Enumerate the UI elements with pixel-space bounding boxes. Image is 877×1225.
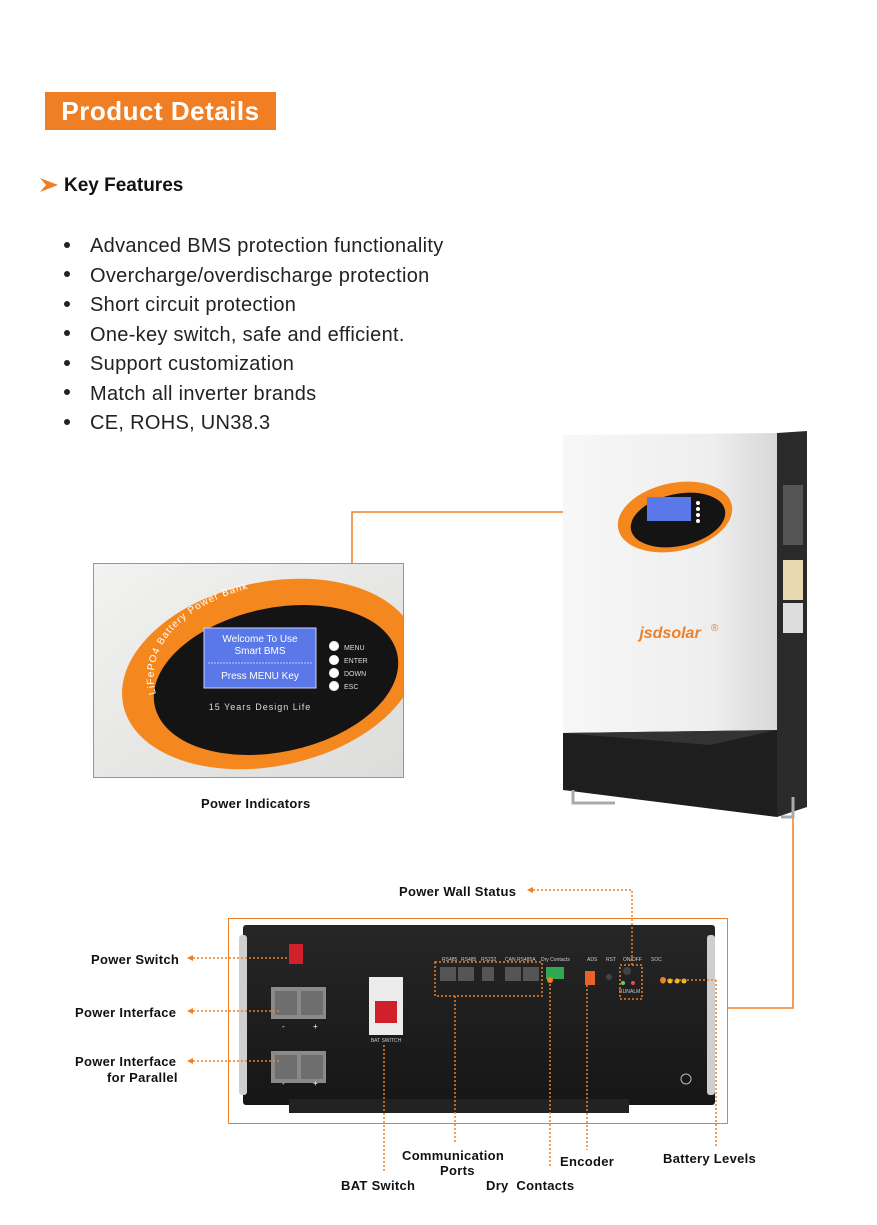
rear-panel: - + - + BAT SWITCH RS485 RS485 RS232 CAN… <box>239 925 715 1113</box>
bullet-icon <box>64 241 70 248</box>
section-header: Product Details <box>45 92 276 130</box>
callout-communication-ports-line2: Ports <box>440 1163 475 1178</box>
esc-button[interactable] <box>329 681 339 691</box>
bullet-icon <box>64 359 70 366</box>
esc-label: ESC <box>344 684 358 691</box>
lcd-line2: Smart BMS <box>234 646 285 657</box>
power-switch[interactable] <box>289 944 303 964</box>
encoder[interactable] <box>585 971 595 985</box>
port-label: CAN RS485A <box>505 957 536 963</box>
key-features-title: Key Features <box>64 175 184 196</box>
callout-power-interface-parallel-line2: for Parallel <box>107 1070 178 1085</box>
ads-label: ADS <box>587 957 598 963</box>
design-life-text: 15 Years Design Life <box>209 702 312 712</box>
chevron-right-icon <box>40 178 58 192</box>
port-label: Dry Contacts <box>541 957 570 963</box>
feature-item: Overcharge/overdischarge protection <box>60 262 444 292</box>
enter-button[interactable] <box>329 655 339 665</box>
callout-dry-contacts: Dry Contacts <box>486 1178 575 1193</box>
feature-item: Short circuit protection <box>60 291 444 321</box>
product-image: jsdsolar ® <box>563 431 807 819</box>
callout-power-wall-status: Power Wall Status <box>399 884 517 899</box>
alm-led <box>631 981 635 985</box>
port-label: RS232 <box>481 957 497 963</box>
rs485-port[interactable] <box>458 967 474 981</box>
bullet-icon <box>64 330 70 337</box>
bullet-icon <box>64 271 70 278</box>
down-button[interactable] <box>329 668 339 678</box>
alm-label: ALM <box>630 989 640 995</box>
features-list: Advanced BMS protection functionality Ov… <box>60 232 444 439</box>
minus-sign: - <box>282 1022 285 1031</box>
enter-label: ENTER <box>344 658 368 665</box>
feature-item: CE, ROHS, UN38.3 <box>60 409 444 439</box>
lcd-line3: Press MENU Key <box>221 671 299 682</box>
port-label: RS485 <box>442 957 458 963</box>
lcd-screen <box>203 627 317 689</box>
feature-item: Support customization <box>60 350 444 380</box>
dry-contacts-terminal[interactable] <box>546 967 564 979</box>
indicator-panel: LiFePO4 Battery Power Bank Welcome To Us… <box>93 563 404 778</box>
menu-label: MENU <box>344 645 365 652</box>
rs232-port[interactable] <box>482 967 494 981</box>
plus-sign: + <box>313 1079 318 1088</box>
feature-item: Advanced BMS protection functionality <box>60 232 444 262</box>
registered-mark: ® <box>711 623 719 634</box>
callout-power-interface-parallel-line1: Power Interface <box>75 1054 177 1069</box>
run-label: RUN <box>619 989 630 995</box>
reset-button[interactable] <box>606 974 612 980</box>
callout-encoder: Encoder <box>560 1154 615 1169</box>
bullet-icon <box>64 418 70 425</box>
brand-logo: jsdsolar <box>637 625 701 642</box>
callout-power-interface: Power Interface <box>75 1005 177 1020</box>
feature-item: One-key switch, safe and efficient. <box>60 321 444 351</box>
minus-sign: - <box>282 1079 285 1088</box>
down-label: DOWN <box>344 671 366 678</box>
bullet-icon <box>64 389 70 396</box>
rs485-port[interactable] <box>440 967 456 981</box>
plus-sign: + <box>313 1022 318 1031</box>
bat-switch-text: BAT SWITCH <box>371 1038 402 1044</box>
callout-communication-ports-line1: Communication <box>402 1148 505 1163</box>
power-indicators-caption: Power Indicators <box>201 796 311 811</box>
port-label: RS485 <box>461 957 477 963</box>
callout-battery-levels: Battery Levels <box>663 1151 757 1166</box>
menu-button[interactable] <box>329 641 339 651</box>
indicator-panel-graphic: LiFePO4 Battery Power Bank Welcome To Us… <box>94 564 403 777</box>
rs485a-port[interactable] <box>523 967 539 981</box>
lcd-line1: Welcome To Use <box>222 634 298 645</box>
soc-label: SOC <box>651 957 662 963</box>
can-port[interactable] <box>505 967 521 981</box>
rst-label: RST <box>606 957 616 963</box>
bullet-icon <box>64 300 70 307</box>
callout-bat-switch: BAT Switch <box>341 1178 416 1193</box>
feature-item: Match all inverter brands <box>60 380 444 410</box>
onoff-button[interactable] <box>623 967 631 975</box>
run-led <box>621 981 625 985</box>
ground-icon <box>680 1073 692 1085</box>
callout-power-switch: Power Switch <box>91 952 180 967</box>
